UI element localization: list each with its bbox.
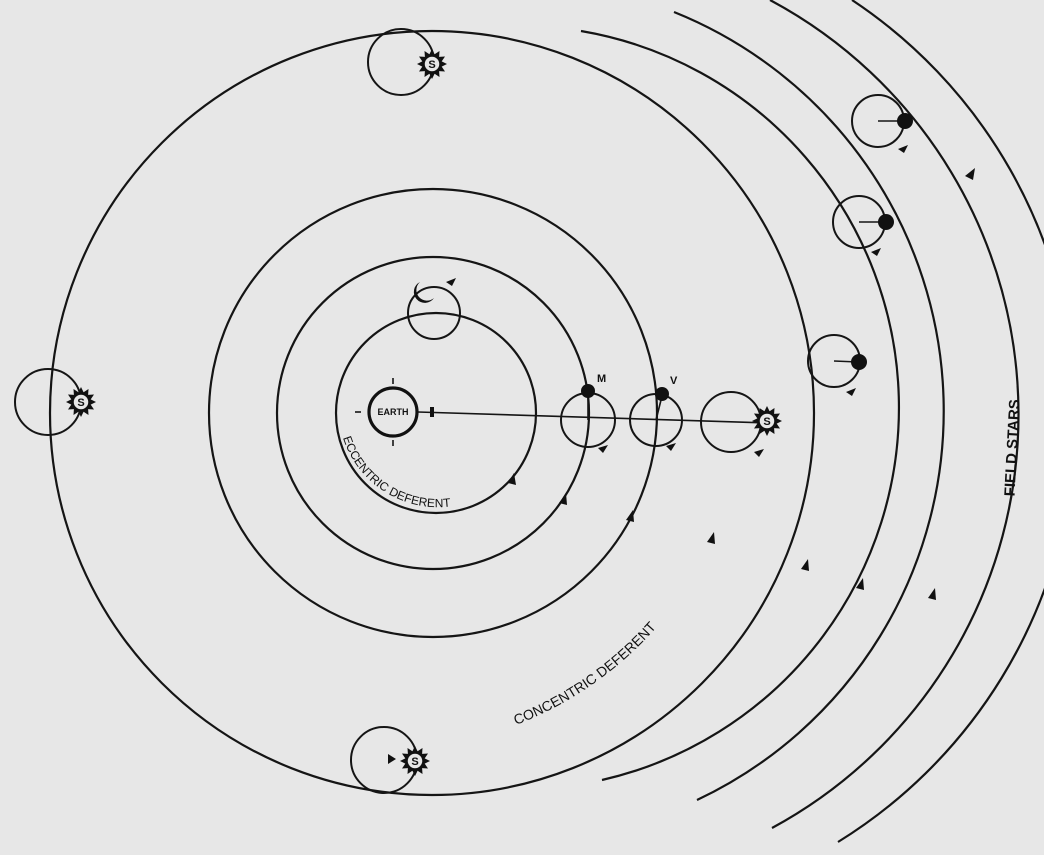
direction-arrow (871, 248, 881, 256)
concentric-deferent-orbit (48, 29, 816, 797)
outer-planet-arc-2 (673, 10, 945, 801)
sun-icon: S (417, 49, 447, 79)
outer-planet-icon-2 (878, 214, 894, 230)
direction-arrow (388, 754, 396, 764)
direction-arrow (446, 278, 456, 286)
direction-arrow (598, 445, 608, 453)
direction-arrow (666, 443, 676, 451)
outer-planet-arc-1 (580, 29, 901, 782)
sun-label: S (428, 59, 435, 71)
eccentric-deferent-orbit (334, 311, 538, 515)
field-stars-label: FIELD STARS (1001, 399, 1023, 497)
sun-icon: S (752, 406, 782, 436)
direction-arrow (856, 578, 864, 590)
direction-arrow (754, 449, 764, 457)
direction-arrow (846, 388, 856, 396)
venus-planet-icon (655, 387, 669, 401)
direction-arrow (626, 510, 634, 522)
direction-arrow (707, 532, 715, 544)
mercury-label: M (597, 373, 606, 385)
sun-label: S (763, 416, 770, 428)
field-stars-sphere-arc (837, 0, 1044, 843)
direction-arrow (559, 493, 567, 505)
direction-arrow (898, 145, 908, 153)
eccentric-deferent-label: ECCENTRIC DEFERENT (340, 434, 452, 510)
sun-label: S (411, 756, 418, 768)
outer-planet-icon-3 (897, 113, 913, 129)
venus-label: V (670, 375, 678, 387)
line-tick (430, 407, 434, 417)
earth-icon: EARTH (355, 378, 419, 446)
mercury-planet-icon (581, 384, 595, 398)
earth-sun-line (417, 411, 769, 424)
sun-label: S (77, 397, 84, 409)
outer-planet-arc-3 (769, 0, 1020, 829)
earth-label: EARTH (378, 407, 409, 417)
direction-arrow (928, 588, 936, 600)
mercury-deferent-orbit (275, 255, 591, 571)
sun-icon: S (66, 387, 96, 417)
direction-arrow (965, 168, 975, 180)
direction-arrow (801, 559, 809, 571)
moon-epicycle (407, 286, 461, 340)
moon-icon (413, 282, 434, 303)
direction-arrow (508, 473, 516, 485)
sun-icon: S (400, 746, 430, 776)
concentric-deferent-label: CONCENTRIC DEFERENT (511, 618, 659, 728)
outer-planet-icon-1 (851, 354, 867, 370)
